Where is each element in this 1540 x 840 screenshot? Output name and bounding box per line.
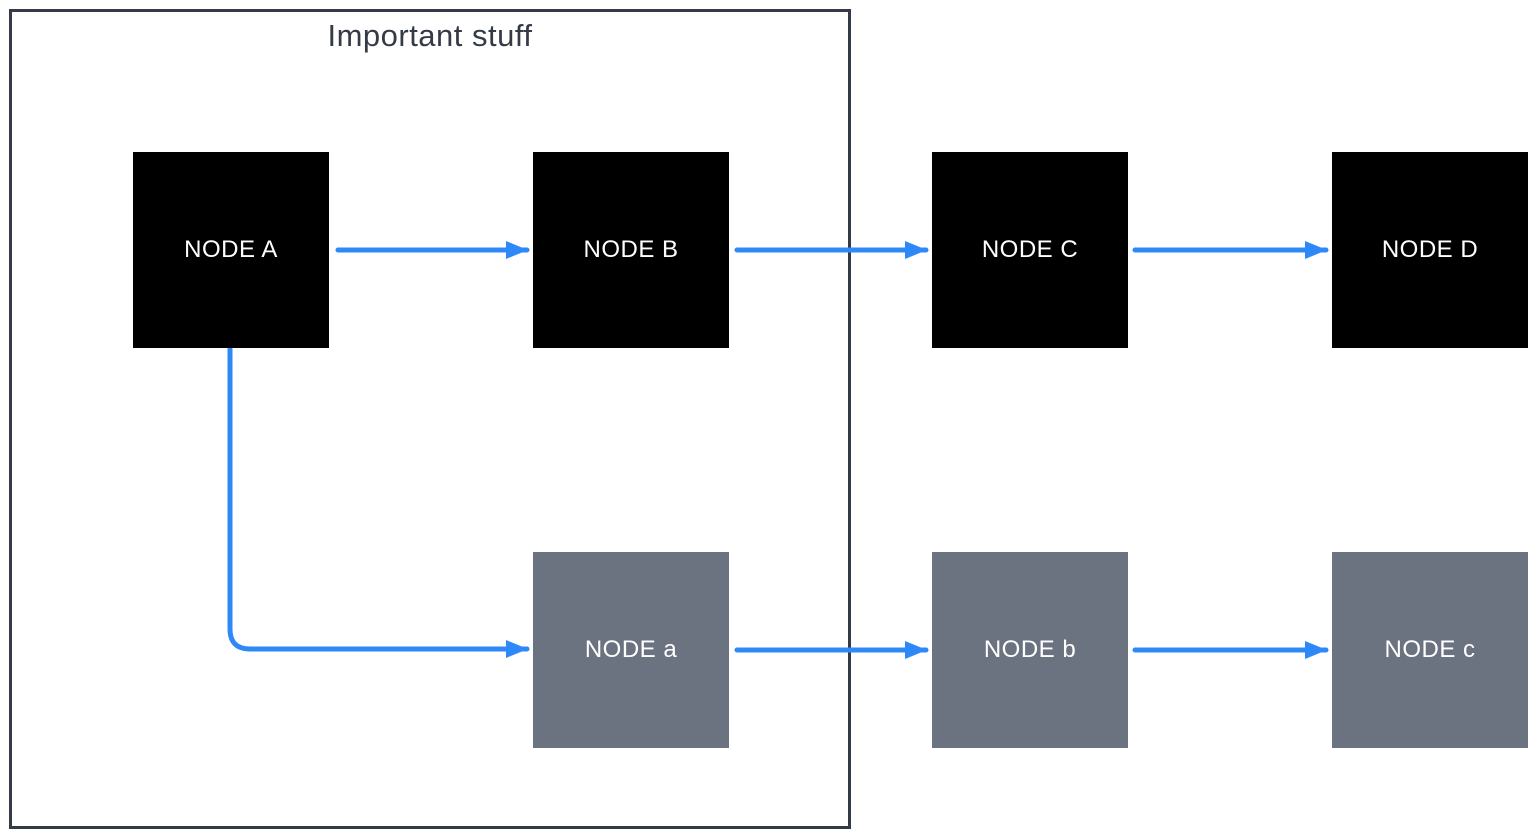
group-box-important-stuff	[9, 9, 851, 829]
node-b[interactable]: NODE b	[932, 552, 1128, 748]
node-a[interactable]: NODE a	[533, 552, 729, 748]
node-B-label: NODE B	[583, 236, 679, 263]
node-A-label: NODE A	[184, 236, 278, 263]
node-C[interactable]: NODE C	[932, 152, 1128, 348]
node-D-label: NODE D	[1381, 236, 1479, 263]
node-a-label: NODE a	[584, 636, 678, 663]
node-D[interactable]: NODE D	[1332, 152, 1528, 348]
node-c[interactable]: NODE c	[1332, 552, 1528, 748]
node-A[interactable]: NODE A	[133, 152, 329, 348]
node-B[interactable]: NODE B	[533, 152, 729, 348]
node-b-label: NODE b	[983, 636, 1077, 663]
node-c-label: NODE c	[1384, 636, 1476, 663]
group-title: Important stuff	[327, 18, 533, 53]
node-C-label: NODE C	[981, 236, 1079, 263]
